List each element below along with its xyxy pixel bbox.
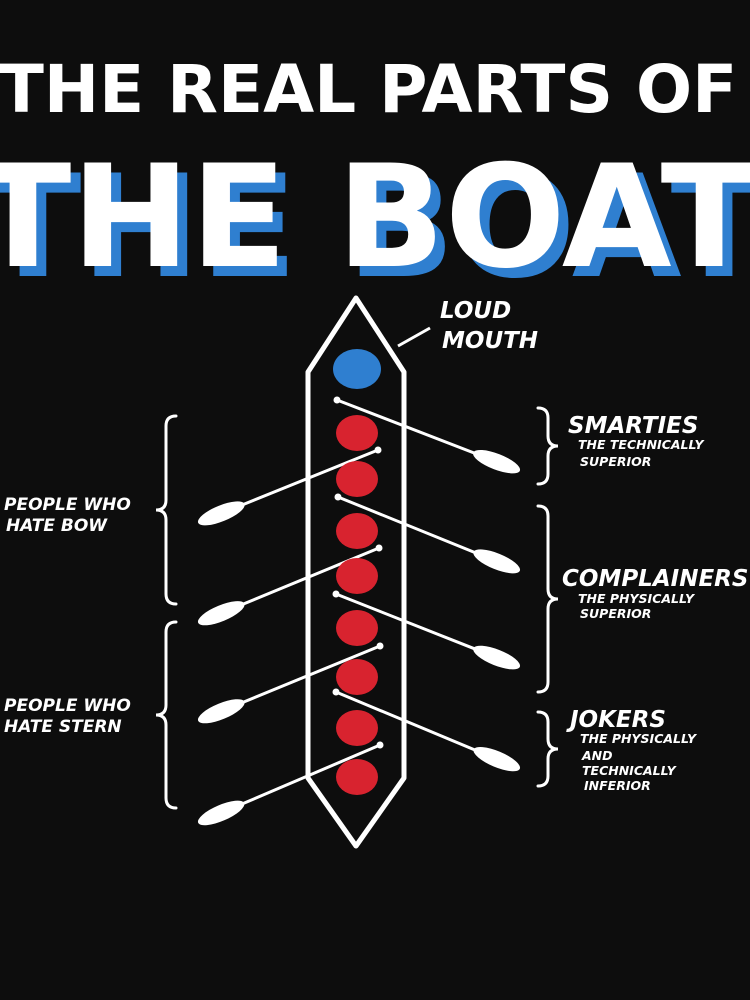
oar-shaft bbox=[241, 644, 382, 705]
group-label: HATE STERN bbox=[4, 717, 122, 737]
rower-seat bbox=[336, 558, 378, 594]
oar-handle bbox=[334, 493, 342, 501]
brace-hate-bow bbox=[155, 414, 178, 606]
group-description: THE PHYSICALLY bbox=[578, 591, 696, 606]
title-line-2-shadow: THE BOAT bbox=[0, 145, 750, 310]
rower-seat bbox=[336, 415, 378, 451]
cox-label-line-1: LOUD bbox=[440, 298, 511, 324]
group-description: AND bbox=[581, 748, 613, 763]
oar bbox=[197, 544, 383, 626]
seats bbox=[333, 349, 381, 795]
right-group-jokers: JOKERS THE PHYSICALLY AND TECHNICALLY IN… bbox=[566, 707, 698, 793]
rower-seat bbox=[336, 461, 378, 497]
rower-seat bbox=[336, 759, 378, 795]
right-group-complainers: COMPLAINERS THE PHYSICALLY SUPERIOR bbox=[562, 566, 748, 621]
oar-blade bbox=[473, 449, 521, 474]
rower-seat bbox=[336, 710, 378, 746]
oar-handle bbox=[332, 688, 340, 696]
group-label: HATE BOW bbox=[6, 516, 108, 536]
group-label: PEOPLE WHO bbox=[4, 696, 131, 716]
title-line-2: THE BOAT bbox=[0, 135, 750, 300]
oar-handle bbox=[376, 741, 384, 749]
oar bbox=[197, 642, 384, 724]
group-description: SUPERIOR bbox=[580, 606, 651, 621]
oar-handle bbox=[376, 642, 384, 650]
left-group-hate-stern: PEOPLE WHO HATE STERN bbox=[4, 696, 131, 737]
brace-complainers bbox=[536, 504, 559, 694]
right-group-smarties: SMARTIES THE TECHNICALLY SUPERIOR bbox=[568, 413, 706, 469]
group-name: JOKERS bbox=[566, 707, 666, 733]
oar-blade bbox=[197, 699, 245, 724]
oar bbox=[334, 493, 521, 574]
brace-smarties bbox=[536, 406, 559, 486]
oar-blade bbox=[473, 645, 521, 670]
left-group-hate-bow: PEOPLE WHO HATE BOW bbox=[4, 495, 131, 536]
oar-shaft bbox=[336, 495, 477, 555]
oar-shaft bbox=[240, 743, 382, 806]
oar bbox=[197, 741, 384, 826]
oar-blade bbox=[197, 800, 245, 826]
oar-handle bbox=[333, 396, 341, 404]
group-label: PEOPLE WHO bbox=[4, 495, 131, 515]
boat-hull bbox=[305, 295, 407, 849]
oar-handle bbox=[332, 590, 340, 598]
oar-blade bbox=[197, 501, 245, 526]
oar-blade bbox=[473, 549, 521, 574]
group-description: SUPERIOR bbox=[580, 454, 651, 469]
cox-label-line-2: MOUTH bbox=[442, 328, 538, 354]
group-description: TECHNICALLY bbox=[582, 763, 678, 778]
rower-seat bbox=[336, 610, 378, 646]
cox-pointer-line bbox=[397, 326, 431, 348]
oar-handle bbox=[374, 446, 382, 454]
group-description: THE TECHNICALLY bbox=[578, 437, 706, 452]
oar-blade bbox=[197, 601, 245, 626]
rower-seat bbox=[336, 659, 378, 695]
brace-hate-stern bbox=[155, 620, 178, 810]
group-description: THE PHYSICALLY bbox=[580, 731, 698, 746]
brace-jokers bbox=[536, 710, 559, 788]
oars bbox=[197, 396, 521, 826]
oar-handle bbox=[375, 544, 383, 552]
rower-seat bbox=[336, 513, 378, 549]
title-line-1: THE REAL PARTS OF bbox=[0, 51, 737, 128]
group-description: INFERIOR bbox=[584, 778, 651, 793]
group-name: SMARTIES bbox=[568, 413, 698, 439]
group-name: COMPLAINERS bbox=[562, 566, 748, 592]
cox-seat bbox=[333, 349, 381, 389]
oar-shaft bbox=[241, 546, 381, 606]
group-braces bbox=[155, 406, 559, 810]
oar-blade bbox=[473, 747, 521, 772]
